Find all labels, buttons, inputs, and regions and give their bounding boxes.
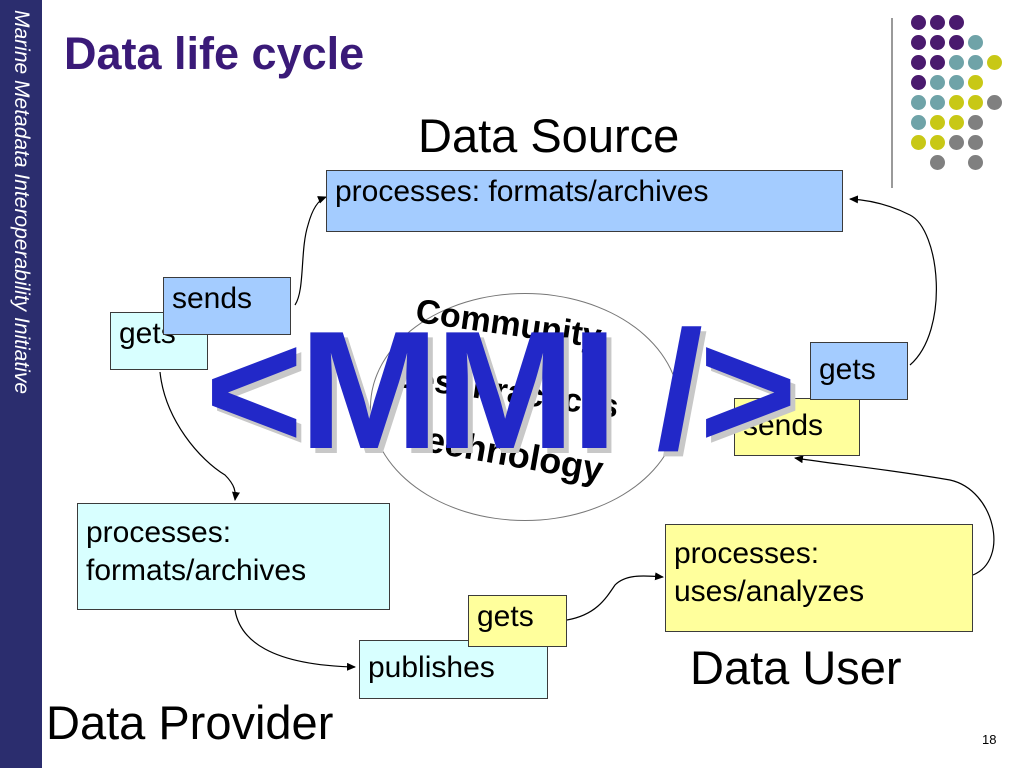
dot [930, 75, 945, 90]
dot [968, 35, 983, 50]
dot [968, 55, 983, 70]
provider-processes-box: processes: formats/archives [77, 503, 390, 610]
mmi-logo-text: <MMI /> [205, 296, 797, 484]
source-processes-box: processes: formats/archives [326, 170, 843, 232]
user-sends-box: sends [734, 398, 860, 456]
page-number: 18 [982, 732, 997, 747]
data-source-label: Data Source [418, 109, 680, 162]
user-processes-line2: uses/analyzes [674, 575, 865, 608]
sidebar-title: Marine Metadata Interoperability Initiat… [10, 10, 33, 395]
provider-processes-line2: formats/archives [86, 554, 307, 587]
dot [930, 35, 945, 50]
dot [911, 135, 926, 150]
arrow-gets-to-source [849, 195, 937, 366]
data-user-label: Data User [690, 641, 902, 694]
dot [949, 95, 964, 110]
user-gets-bottom-box: gets [468, 595, 567, 647]
dot [949, 55, 964, 70]
dot [968, 95, 983, 110]
arrow-gets-to-provider [159, 371, 240, 501]
dot [968, 155, 983, 170]
dot [968, 75, 983, 90]
dot [911, 15, 926, 30]
provider-processes-line1: processes: [86, 516, 232, 549]
dot [930, 15, 945, 30]
dot [930, 95, 945, 110]
user-processes-box: processes: uses/analyzes [665, 524, 973, 632]
dot [911, 35, 926, 50]
publishes-box: publishes [359, 640, 548, 699]
dot [911, 115, 926, 130]
arrow-user-to-sends [794, 455, 995, 576]
dot [949, 35, 964, 50]
decorative-divider [891, 18, 893, 188]
arrow-sends-to-source [294, 196, 327, 306]
dot [949, 135, 964, 150]
dot [911, 55, 926, 70]
dot [911, 95, 926, 110]
mmi-ellipse [370, 293, 680, 521]
dot [987, 95, 1002, 110]
dot [949, 115, 964, 130]
dot [930, 135, 945, 150]
dot [949, 75, 964, 90]
user-processes-line1: processes: [674, 537, 820, 570]
user-gets-right-box: gets [810, 342, 908, 400]
dot [911, 75, 926, 90]
provider-sends-box: sends [163, 277, 291, 335]
dot [968, 115, 983, 130]
dot [987, 55, 1002, 70]
dot [930, 55, 945, 70]
dot [968, 135, 983, 150]
data-provider-label: Data Provider [46, 696, 334, 749]
arrow-gets-to-user [566, 572, 664, 621]
sidebar: Marine Metadata Interoperability Initiat… [0, 0, 42, 768]
arrow-provider-to-publishes [234, 609, 356, 671]
dot [949, 15, 964, 30]
slide-title: Data life cycle [64, 28, 365, 79]
dot [930, 115, 945, 130]
dot [930, 155, 945, 170]
